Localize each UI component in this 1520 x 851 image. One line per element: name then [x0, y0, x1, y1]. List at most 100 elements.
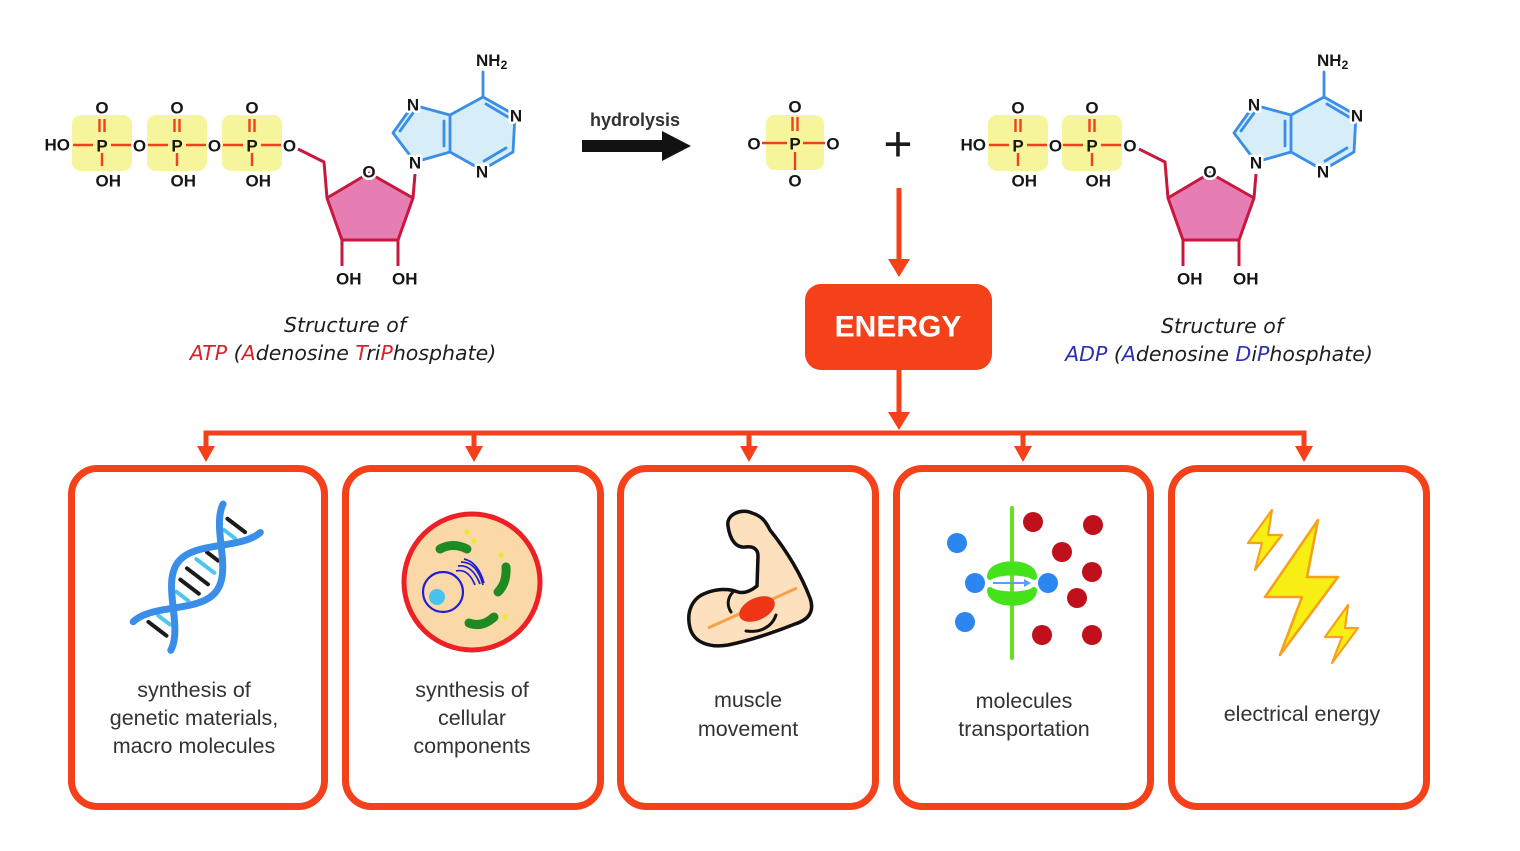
phosphate-bonds — [989, 119, 1047, 166]
hydroxyl-group: OH — [1086, 172, 1112, 191]
dna-strand — [129, 500, 227, 626]
nucleolus — [429, 589, 445, 605]
caption-segment: i — [1251, 342, 1257, 366]
arrow-right-icon — [662, 131, 691, 161]
card-label-line: movement — [698, 717, 798, 741]
atp-phosphate-group: O P OH — [222, 99, 282, 191]
amine-subscript: 2 — [501, 58, 508, 72]
ribose-bonds — [1181, 173, 1258, 266]
caption-segment: ( — [1107, 342, 1123, 366]
energy-flow: ENERGY — [197, 188, 1313, 462]
energy-label: ENERGY — [835, 311, 962, 344]
adp-phosphate-group: O P OH — [1062, 99, 1122, 191]
phosphorus-atom: P — [789, 135, 800, 154]
bridging-oxygen: O — [1049, 137, 1062, 156]
vesicle — [471, 538, 477, 544]
oxygen-atom: O — [788, 172, 801, 191]
dna-base-pair — [194, 557, 217, 575]
nitrogen-atom: N — [510, 107, 522, 126]
hydroxyl-group: OH — [1012, 172, 1038, 191]
dna-base-pair — [156, 613, 173, 627]
caption-segment: P — [1257, 342, 1270, 366]
blue-molecule — [1038, 573, 1058, 593]
plus-sign: + — [883, 116, 912, 172]
mitochondrion — [435, 541, 472, 554]
atp-phosphate-group: O P OH — [72, 99, 132, 191]
adp-molecule: HO O P OH O O P OH O O OH OH N — [961, 48, 1366, 289]
vesicle — [464, 529, 470, 535]
dna-base-pair — [205, 550, 221, 563]
nitrogen-atom: N — [1248, 96, 1260, 115]
phosphorus-atom: P — [1012, 137, 1023, 156]
card-frame — [893, 465, 1154, 810]
hydroxyl-group: OH — [246, 172, 272, 191]
phosphate-bonds — [73, 119, 131, 166]
caption-segment: denosine — [1136, 342, 1236, 366]
ribose-hydroxyl: OH — [336, 270, 362, 289]
card-frame — [68, 465, 328, 810]
adp-caption-line2: ADP (Adenosine DiPhosphate) — [1063, 342, 1373, 366]
atp-phosphate-group: O P OH — [147, 99, 207, 191]
adp-hydroxyl-terminal: HO — [961, 136, 987, 155]
ribose-ring — [325, 171, 415, 242]
lightning-bolt-small — [1323, 603, 1360, 665]
adenine-bonds — [391, 70, 517, 172]
nitrogen-atom: N — [476, 163, 488, 182]
card-label-line: synthesis of — [415, 678, 529, 702]
ring-oxygen: O — [362, 163, 375, 182]
dna-base-pair — [225, 516, 248, 535]
red-molecule — [1067, 588, 1087, 608]
red-molecule — [1082, 625, 1102, 645]
arrow-down-icon — [465, 446, 483, 462]
card-label-line: synthesis of — [137, 678, 251, 702]
oxygen-atom: O — [95, 99, 108, 118]
arrow-shaft — [582, 140, 664, 152]
blue-molecule — [955, 612, 975, 632]
hydrolysis-arrow: hydrolysis — [582, 110, 691, 161]
blue-molecule — [965, 573, 985, 593]
atp-hydroxyl-terminal: HO — [45, 136, 71, 155]
nucleus — [421, 570, 465, 614]
caption-segment: hosphate) — [1269, 342, 1372, 366]
arrow-down-icon — [1295, 446, 1313, 462]
arrow-down-icon — [740, 446, 758, 462]
phosphate-highlight — [147, 115, 207, 171]
phosphate-bonds — [148, 119, 206, 166]
oxygen-atom: O — [1085, 99, 1098, 118]
dna-base-pair — [184, 566, 210, 587]
vesicle — [502, 614, 508, 620]
phosphate-highlight — [988, 115, 1048, 171]
oxygen-atom: O — [1011, 99, 1024, 118]
arrow-down-icon — [888, 259, 910, 277]
card-label-line: components — [413, 734, 530, 758]
ch2-linker-bond — [297, 147, 329, 199]
ribose-hydroxyl: OH — [1177, 270, 1203, 289]
distribution-bus — [203, 430, 1307, 448]
dna-strand — [167, 528, 264, 654]
bicep-muscle — [739, 596, 775, 622]
caption-segment: ATP — [188, 341, 228, 365]
phosphate-highlight — [222, 115, 282, 171]
dna-base-pair — [146, 619, 169, 638]
oxygen-atom: O — [826, 135, 839, 154]
channel-protein-top — [987, 561, 1037, 580]
hydroxyl-group: OH — [96, 172, 122, 191]
card-label-line: transportation — [958, 717, 1089, 741]
card-label-line: cellular — [438, 706, 506, 730]
oxygen-atom: O — [170, 99, 183, 118]
caption-segment: ri — [366, 341, 380, 365]
vesicle — [498, 552, 504, 558]
red-molecule — [1023, 512, 1043, 532]
caption-segment: D — [1236, 342, 1252, 366]
ch2-linker-bond — [1138, 147, 1170, 199]
atp-nucleoside: O OH OH N N N N NH2 — [297, 48, 525, 289]
phosphorus-atom: P — [1086, 137, 1097, 156]
nitrogen-atom: N — [409, 154, 421, 173]
oxygen-atom: O — [788, 98, 801, 117]
card-label-line: molecules — [976, 689, 1073, 713]
arm-outline — [687, 509, 814, 648]
phosphate-highlight — [1062, 115, 1122, 171]
phosphate-bonds — [223, 119, 281, 166]
arrow-down-icon — [1014, 446, 1032, 462]
inorganic-phosphate: P O O O O — [747, 98, 839, 191]
